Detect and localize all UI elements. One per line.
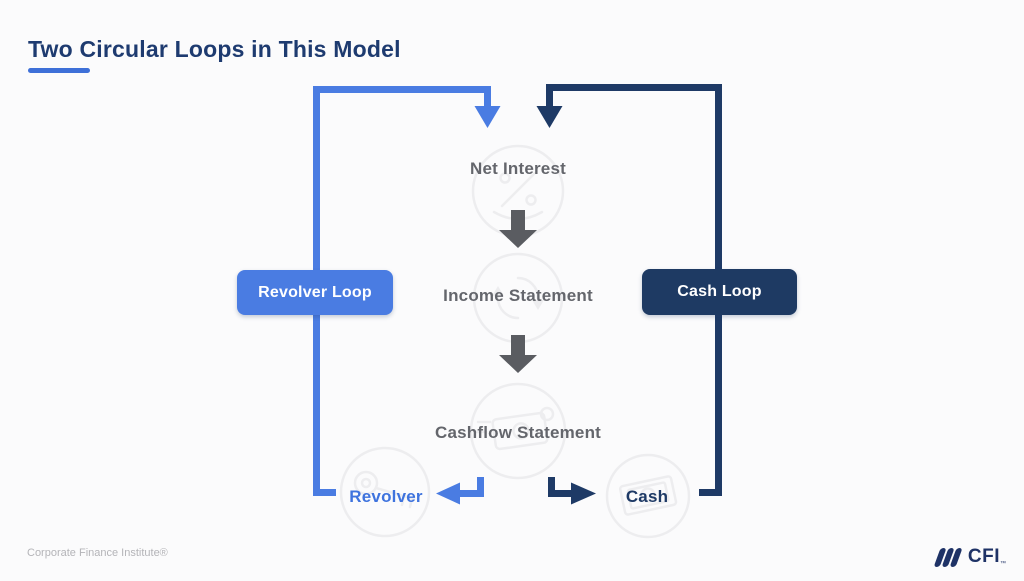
cfi-logo-text: CFI [967,546,1000,567]
cfi-logo: CFI ™ [932,544,1006,570]
revolver-loop-line [313,86,501,496]
revolver-loop-badge: Revolver Loop [237,270,393,315]
node-income-statement: Income Statement [443,286,593,305]
cash-terminal-label: Cash [625,487,669,506]
cashflow-statement-watermark-icon [469,382,567,480]
revolver-terminal-label: Revolver [349,487,423,506]
footer-watermark: Corporate Finance Institute® [27,547,168,559]
revolver-return-arrow-icon [436,477,484,505]
banknote-watermark-icon [605,453,691,539]
flow-arrow-income-to-cashflow-icon [499,335,537,373]
node-cashflow-statement: Cashflow Statement [434,423,602,442]
cfi-logo-tm: ™ [1000,561,1006,567]
title-underline [28,68,90,73]
page-title: Two Circular Loops in This Model [28,36,401,62]
node-net-interest: Net Interest [470,159,566,178]
cash-feed-arrow-icon [548,477,596,505]
flow-arrow-net-to-income-icon [499,210,537,248]
income-statement-watermark-icon [472,252,564,344]
cash-loop-line [536,84,722,496]
cash-loop-badge: Cash Loop [642,269,797,315]
key-watermark-icon [339,446,431,538]
cfi-bars-icon [934,548,962,567]
